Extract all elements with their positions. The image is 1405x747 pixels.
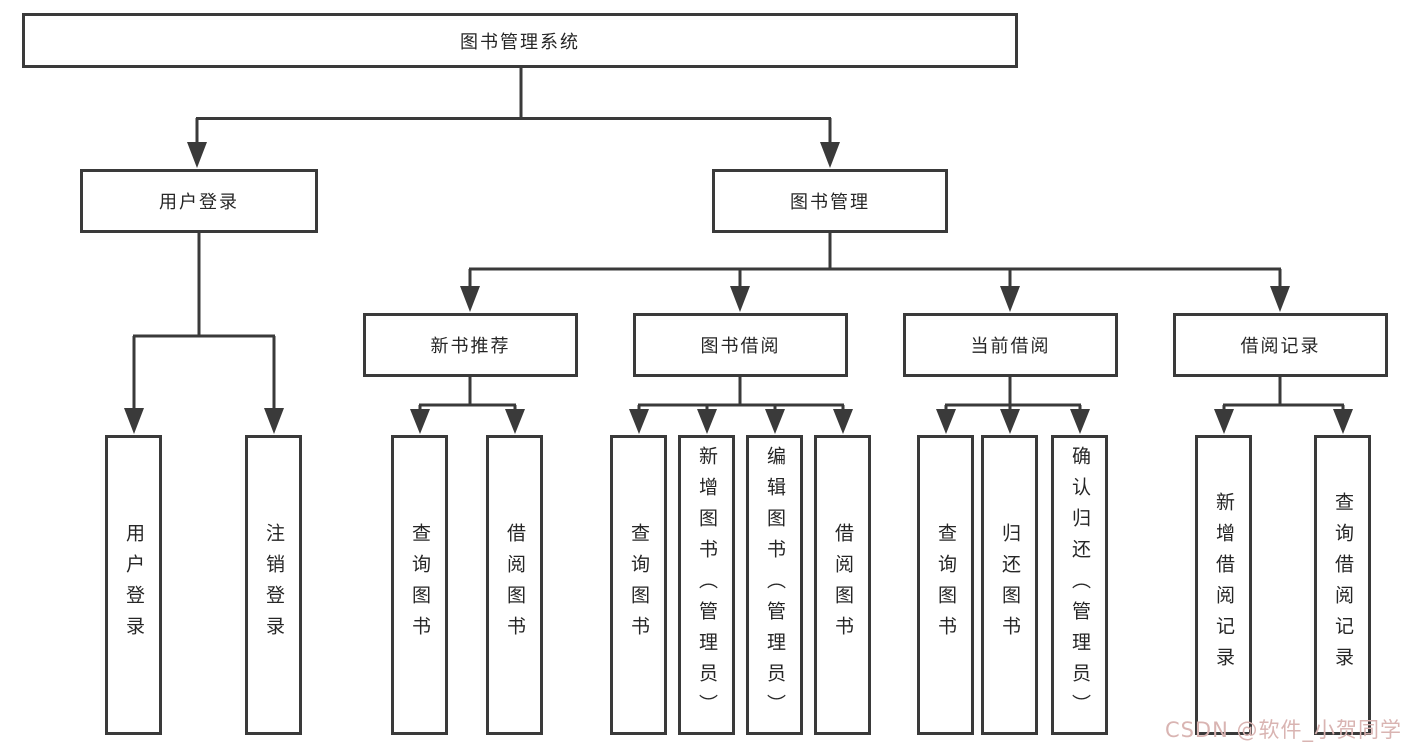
node-label: 注销登录 — [262, 523, 285, 647]
leaf-borrow-books-recommend: 借阅图书 — [486, 435, 543, 735]
leaf-borrow-books: 借阅图书 — [814, 435, 871, 735]
node-label: 图书管理系统 — [460, 31, 580, 53]
edge-book-management-to-level3 — [468, 233, 1282, 290]
arrowheads-borrowing-records-to-leaves — [1214, 409, 1353, 434]
leaf-add-books-admin: 新增图书（管理员） — [678, 435, 735, 735]
node-label: 用户登录 — [122, 523, 145, 647]
arrowheads-new-book-recommendation-to-leaves — [410, 409, 525, 434]
edge-borrowing-records-to-leaves — [1222, 376, 1345, 412]
edge-user-login-to-leaves — [132, 233, 276, 412]
node-book-borrowing: 图书借阅 — [633, 313, 848, 377]
edge-book-borrowing-to-leaves — [637, 376, 845, 412]
node-label: 图书管理 — [790, 192, 870, 213]
leaf-return-books: 归还图书 — [981, 435, 1038, 735]
node-label: 归还图书 — [998, 523, 1021, 647]
leaf-query-books-borrow: 查询图书 — [610, 435, 667, 735]
node-label: 借阅图书 — [503, 523, 526, 647]
node-label: 新书推荐 — [430, 336, 511, 357]
leaf-query-borrow-record: 查询借阅记录 — [1314, 435, 1371, 735]
node-label: 确认归还（管理员） — [1068, 445, 1091, 725]
leaf-query-books-current: 查询图书 — [917, 435, 974, 735]
edge-new-book-recommendation-to-leaves — [418, 376, 517, 412]
node-label: 借阅图书 — [831, 523, 854, 647]
arrowheads-root-to-level2 — [187, 142, 840, 168]
node-book-management: 图书管理 — [712, 169, 948, 233]
node-label: 用户登录 — [159, 192, 239, 213]
edge-root-to-level2 — [195, 68, 832, 146]
leaf-add-borrow-record: 新增借阅记录 — [1195, 435, 1252, 735]
node-label: 当前借阅 — [970, 336, 1051, 357]
node-label: 新增图书（管理员） — [695, 445, 718, 725]
node-borrowing-records: 借阅记录 — [1173, 313, 1388, 377]
arrowheads-current-borrowing-to-leaves — [936, 409, 1090, 434]
node-label: 图书借阅 — [700, 336, 781, 357]
node-new-book-recommendation: 新书推荐 — [363, 313, 578, 377]
arrowheads-user-login-to-leaves — [124, 408, 284, 434]
leaf-edit-books-admin: 编辑图书（管理员） — [746, 435, 803, 735]
node-label: 查询图书 — [627, 523, 650, 647]
leaf-logout: 注销登录 — [245, 435, 302, 735]
node-label: 查询借阅记录 — [1331, 492, 1354, 678]
node-label: 查询图书 — [934, 523, 957, 647]
node-library-management-system: 图书管理系统 — [22, 13, 1018, 68]
node-label: 借阅记录 — [1240, 336, 1321, 357]
node-label: 新增借阅记录 — [1212, 492, 1235, 678]
arrowheads-book-management-to-level3 — [460, 286, 1290, 312]
watermark-csdn: CSDN @软件_小贺同学 — [1164, 718, 1402, 742]
node-label: 编辑图书（管理员） — [763, 445, 786, 725]
arrowheads-book-borrowing-to-leaves — [629, 409, 853, 434]
leaf-user-login: 用户登录 — [105, 435, 162, 735]
node-current-borrowing: 当前借阅 — [903, 313, 1118, 377]
leaf-query-books-recommend: 查询图书 — [391, 435, 448, 735]
node-user-login: 用户登录 — [80, 169, 318, 233]
edge-current-borrowing-to-leaves — [944, 376, 1082, 412]
leaf-confirm-return-admin: 确认归还（管理员） — [1051, 435, 1108, 735]
node-label: 查询图书 — [408, 523, 431, 647]
